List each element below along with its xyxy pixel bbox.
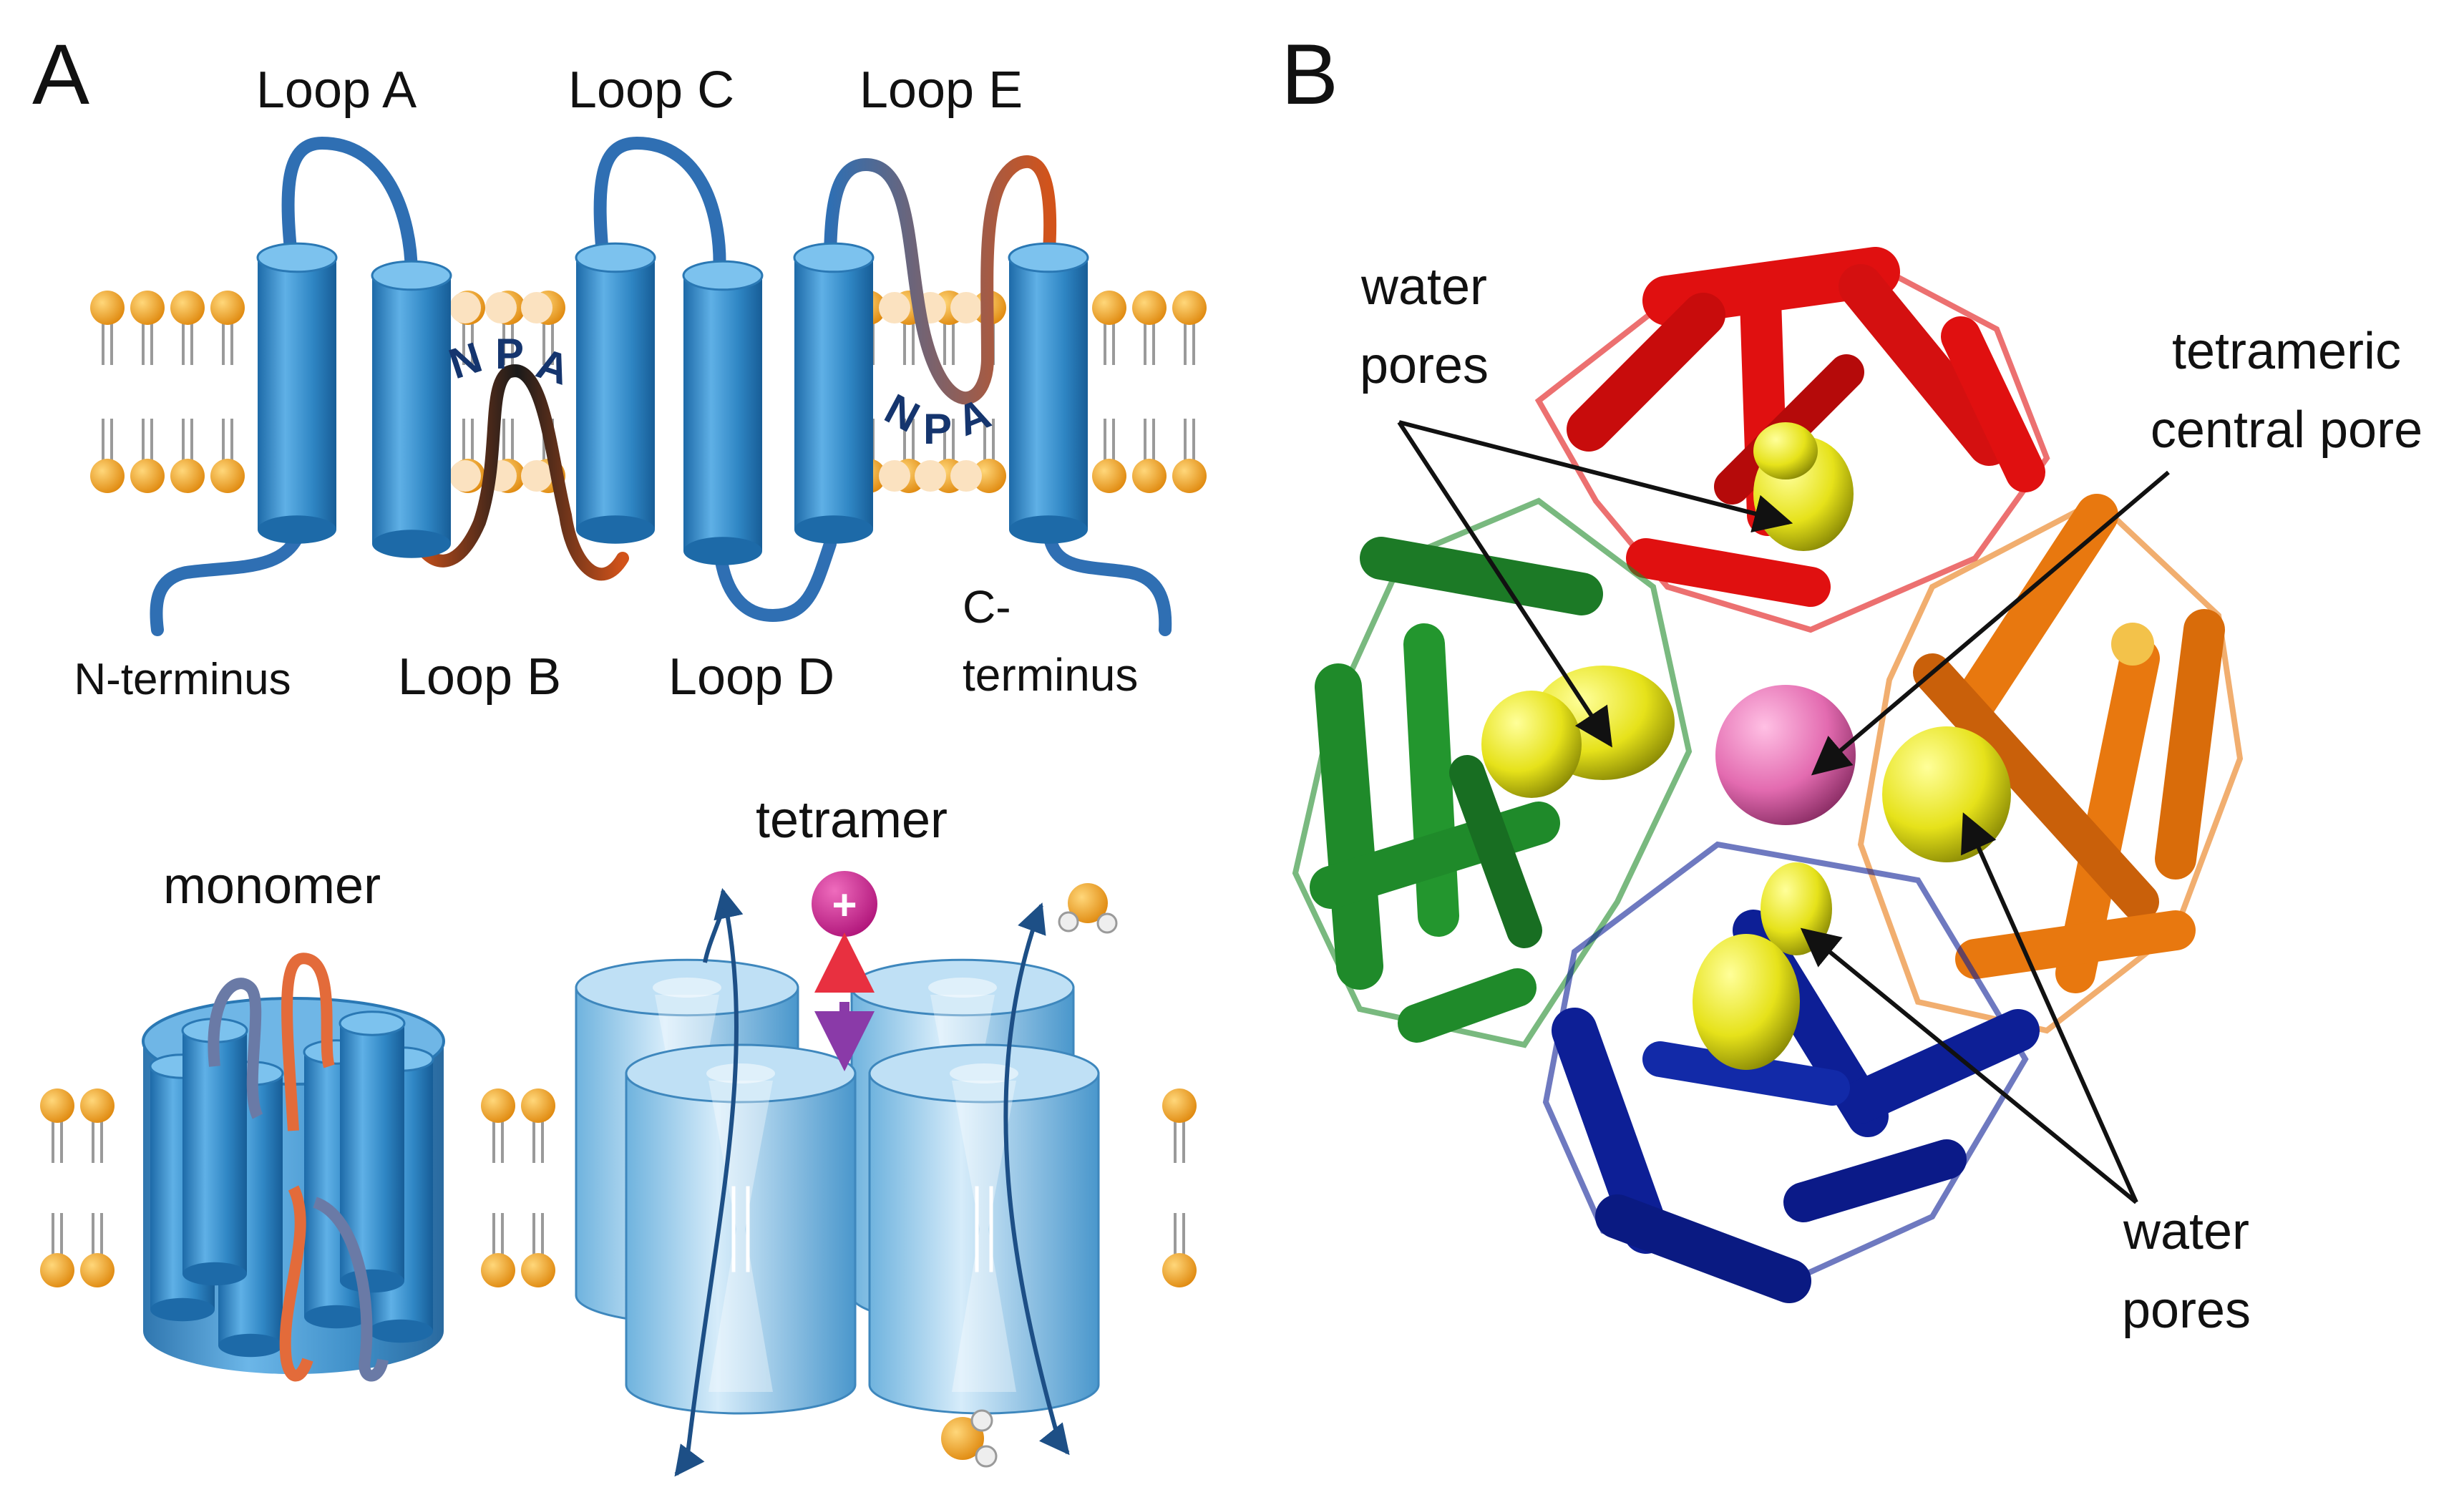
central-pore-line2: central pore bbox=[2151, 401, 2422, 459]
npa-p-1: P bbox=[495, 330, 524, 378]
loop-d-label: Loop D bbox=[668, 648, 834, 706]
n-terminus-label: N-terminus bbox=[74, 655, 291, 704]
cation-symbol: + bbox=[832, 881, 857, 929]
loop-d-strand bbox=[713, 537, 837, 623]
arrow-to-red-pore bbox=[1398, 420, 1793, 533]
lipid bbox=[90, 291, 125, 493]
tetramer-subunit-front-right bbox=[868, 1043, 1100, 1415]
loop-e-label: Loop E bbox=[860, 62, 1023, 119]
panel-a-letter: A bbox=[32, 26, 89, 122]
topology-helices bbox=[256, 242, 1089, 565]
cation-icon bbox=[812, 871, 877, 937]
loop-c-label: Loop C bbox=[568, 62, 734, 119]
loop-e-strand bbox=[824, 155, 1057, 405]
water-flow-arrow-right-tail bbox=[1038, 1422, 1070, 1456]
water-molecule-top bbox=[1058, 883, 1118, 934]
arrow-to-central-pore bbox=[1811, 470, 2170, 776]
lipid bbox=[1162, 1088, 1197, 1287]
central-pore-sphere bbox=[1715, 685, 1856, 825]
loop-a-label: Loop A bbox=[256, 62, 417, 119]
water-flow-arrow-right bbox=[1003, 902, 1061, 1443]
monomer-loop-upper-a bbox=[208, 978, 263, 1119]
c-terminus-strand bbox=[1042, 523, 1172, 636]
lipid bbox=[1132, 291, 1167, 493]
central-pore-line1: tetrameric bbox=[2172, 323, 2401, 380]
water-pores-upper-line2: pores bbox=[1360, 337, 1489, 394]
tetramer-illustration bbox=[575, 887, 1100, 1477]
water-flow-arrow-left-top bbox=[703, 908, 725, 963]
water-pores-upper-line1: water bbox=[1360, 258, 1487, 316]
subunit-green bbox=[1292, 497, 1693, 1048]
helix-1 bbox=[256, 242, 338, 544]
lipid bbox=[210, 291, 245, 493]
lipid bbox=[130, 291, 165, 493]
membrane-bottom bbox=[40, 1088, 1197, 1287]
monomer-loop-lower-a bbox=[279, 1185, 313, 1382]
helix-2 bbox=[371, 260, 452, 558]
c-terminus-label-line1: C- bbox=[963, 581, 1011, 633]
monomer-illustration bbox=[142, 953, 445, 1382]
cation-gating: + bbox=[812, 871, 877, 1071]
loop-b-label: Loop B bbox=[398, 648, 561, 706]
water-molecule-bottom bbox=[941, 1409, 998, 1468]
water-pore-orange bbox=[1882, 726, 2011, 862]
subunit-red bbox=[1534, 247, 2050, 633]
lipid bbox=[481, 1088, 515, 1287]
panel-b: B bbox=[1281, 26, 2422, 1339]
tetramer-label: tetramer bbox=[756, 792, 948, 849]
loop-b-strand bbox=[405, 364, 629, 581]
water-pores-lower-line2: pores bbox=[2122, 1282, 2251, 1339]
loop-c-strand bbox=[593, 136, 726, 282]
water-flow-arrow-left-tail bbox=[674, 1443, 705, 1477]
c-terminus-label-line2: terminus bbox=[963, 649, 1138, 701]
lipid bbox=[1172, 291, 1207, 493]
arrow-to-blue-pore bbox=[1800, 927, 2138, 1204]
water-pore-red bbox=[1753, 422, 1854, 551]
monomer-helix-5 bbox=[181, 1018, 248, 1286]
npa-motif-1: N P A bbox=[443, 330, 575, 394]
n-terminus-strand bbox=[150, 523, 307, 636]
helix-5 bbox=[793, 242, 875, 544]
loop-a-strand bbox=[281, 136, 418, 282]
arrow-to-green-pore bbox=[1397, 421, 1612, 748]
helix-4 bbox=[682, 260, 764, 565]
monomer-loop-lower-b bbox=[312, 1197, 389, 1382]
helix-3 bbox=[575, 242, 656, 544]
water-flow-arrow-left bbox=[685, 887, 744, 1461]
water-pore-green bbox=[1481, 666, 1675, 798]
aquaporin-tetramer-structure bbox=[1292, 247, 2244, 1303]
npa-motif-2: N P A bbox=[877, 384, 997, 453]
npa-p-2: P bbox=[923, 405, 952, 453]
tetramer-subunit-front-left bbox=[625, 1043, 857, 1415]
pointer-arrows bbox=[1397, 420, 2170, 1204]
npa-n-2: N bbox=[877, 384, 927, 442]
subunit-orange bbox=[1857, 494, 2244, 1034]
monomer-loop-upper-b bbox=[281, 953, 335, 1131]
lipid bbox=[521, 1088, 555, 1287]
arrow-to-orange-pore bbox=[1961, 812, 2138, 1204]
lipid bbox=[1092, 291, 1126, 493]
water-pores-lower-line1: water bbox=[2123, 1203, 2249, 1260]
npa-a-1: A bbox=[531, 339, 575, 394]
topology-loops bbox=[150, 136, 1172, 636]
panel-b-letter: B bbox=[1281, 26, 1338, 122]
panel-a: A N P A N P A Loop A Loop C Loop bbox=[32, 26, 1207, 1477]
helix-6 bbox=[1008, 242, 1089, 544]
lipid bbox=[80, 1088, 115, 1287]
lipid bbox=[40, 1088, 74, 1287]
npa-a-2: A bbox=[950, 389, 997, 445]
monomer-label: monomer bbox=[163, 857, 381, 915]
lipid bbox=[170, 291, 205, 493]
